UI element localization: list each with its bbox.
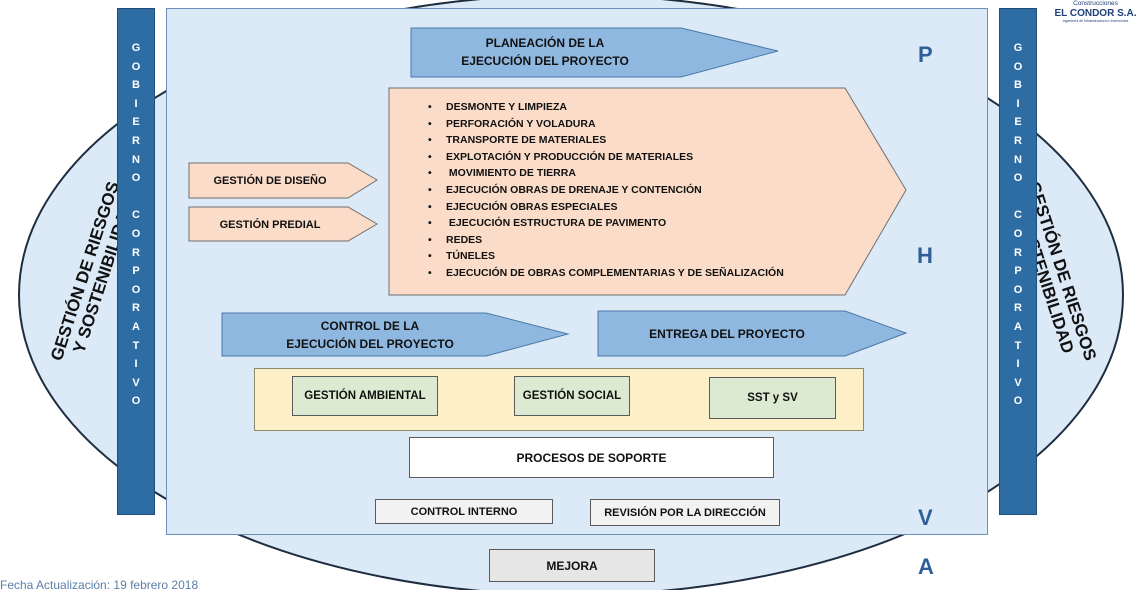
bar-letter: O [131, 60, 141, 73]
bar-letter: T [1014, 339, 1022, 352]
entrega-arrow [597, 310, 908, 357]
ejecucion-list: DESMONTE Y LIMPIEZAPERFORACIÓN Y VOLADUR… [428, 99, 784, 282]
bar-letter: E [1014, 116, 1022, 129]
ejecucion-item: MOVIMIENTO DE TIERRA [428, 165, 784, 182]
bar-letter: V [1014, 376, 1022, 389]
phva-a: A [918, 554, 934, 579]
phva-h: H [917, 243, 933, 268]
bar-letter: I [134, 358, 138, 371]
ejecucion-item: DESMONTE Y LIMPIEZA [428, 99, 784, 116]
bar-letter: R [132, 246, 140, 259]
ejecucion-item: EXPLOTACIÓN Y PRODUCCIÓN DE MATERIALES [428, 149, 784, 166]
gestion-ambiental-box: GESTIÓN AMBIENTAL [292, 376, 438, 416]
gestion-predial-label: GESTIÓN PREDIAL [219, 219, 321, 231]
bar-letter: B [1014, 79, 1022, 92]
bar-letter: R [1014, 246, 1022, 259]
entrega-label: ENTREGA DEL PROYECTO [649, 327, 805, 341]
bar-letter: R [132, 302, 140, 315]
ejecucion-item: EJECUCIÓN OBRAS ESPECIALES [428, 199, 784, 216]
revision-box: REVISIÓN POR LA DIRECCIÓN [590, 499, 780, 526]
bar-letter: A [1014, 320, 1022, 333]
bar-letter: A [132, 320, 140, 333]
bar-letter: T [132, 339, 140, 352]
phva-v: V [918, 505, 933, 530]
ejecucion-item: TRANSPORTE DE MATERIALES [428, 132, 784, 149]
gestion-social-box: GESTIÓN SOCIAL [514, 376, 630, 416]
control-label: CONTROL DE LA EJECUCIÓN DEL PROYECTO [286, 319, 454, 351]
mejora-box: MEJORA [489, 549, 655, 582]
ejecucion-item: REDES [428, 232, 784, 249]
bar-letter: R [132, 134, 140, 147]
procesos-soporte-box: PROCESOS DE SOPORTE [409, 437, 774, 478]
ejecucion-item: EJECUCIÓN OBRAS DE DRENAJE Y CONTENCIÓN [428, 182, 784, 199]
bar-letter: C [132, 209, 140, 222]
bar-letter: N [1014, 153, 1022, 166]
planeacion-arrow [410, 27, 779, 78]
bar-letter: O [1013, 172, 1023, 185]
bar-letter: P [132, 265, 140, 278]
bar-letter: I [1016, 97, 1020, 110]
bar-letter: N [132, 153, 140, 166]
bar-letter: O [1013, 227, 1023, 240]
bar-letter: O [1013, 60, 1023, 73]
gestion-diseno-arrow [188, 162, 378, 199]
bar-letter: V [132, 376, 140, 389]
bar-letter: O [131, 227, 141, 240]
bar-letter: E [132, 116, 140, 129]
bar-letter: G [131, 42, 141, 54]
bar-letter: B [132, 79, 140, 92]
bar-letter: P [1014, 265, 1022, 278]
gestion-predial-arrow [188, 206, 378, 242]
bar-letter: G [1013, 42, 1023, 54]
bar-letter: O [131, 395, 141, 408]
control-interno-box: CONTROL INTERNO [375, 499, 553, 524]
bar-letter: O [131, 172, 141, 185]
bar-letter: O [1013, 395, 1023, 408]
bar-letter: R [1014, 134, 1022, 147]
update-date: Fecha Actualización: 19 febrero 2018 [0, 578, 199, 592]
company-logo: Construcciones EL CONDOR S.A. Ingeniería… [1054, 0, 1137, 23]
ejecucion-item: EJECUCIÓN DE OBRAS COMPLEMENTARIAS Y DE … [428, 265, 784, 282]
bar-letter: O [131, 283, 141, 296]
bar-letter: I [1016, 358, 1020, 371]
ejecucion-item: EJECUCIÓN ESTRUCTURA DE PAVIMENTO [428, 215, 784, 232]
gestion-diseno-label: GESTIÓN DE DISEÑO [213, 175, 327, 187]
sst-box: SST y SV [709, 377, 836, 419]
planeacion-label: PLANEACIÓN DE LA EJECUCIÓN DEL PROYECTO [461, 36, 629, 68]
control-arrow [221, 312, 570, 357]
bar-letter: C [1014, 209, 1022, 222]
ejecucion-item: TÚNELES [428, 248, 784, 265]
ejecucion-item: PERFORACIÓN Y VOLADURA [428, 116, 784, 133]
bar-letter: I [134, 97, 138, 110]
phva-p: P [918, 42, 933, 67]
bar-letter: O [1013, 283, 1023, 296]
bar-letter: R [1014, 302, 1022, 315]
